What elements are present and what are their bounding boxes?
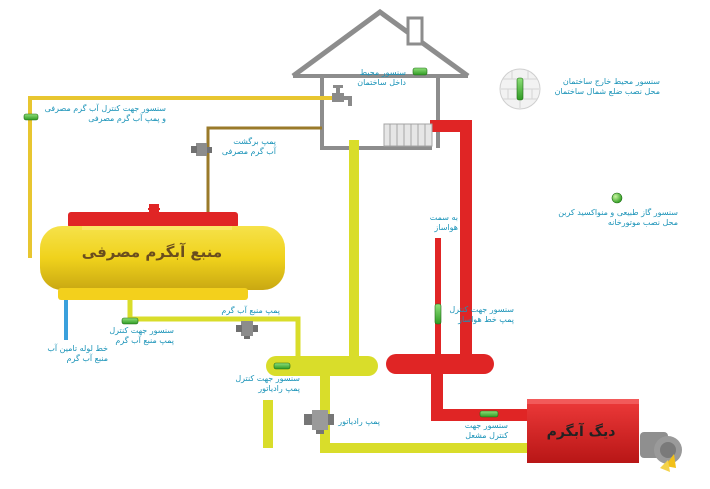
radiator-pump-icon[interactable] (304, 410, 334, 434)
boiler-header (386, 354, 494, 374)
hot-water-pump-sensor[interactable] (23, 113, 39, 121)
boiler (527, 399, 639, 463)
outdoor-sensor[interactable] (516, 77, 524, 101)
air-vent-sensor[interactable] (434, 303, 442, 325)
return-pump-icon[interactable] (191, 143, 212, 156)
tank-pump-pipe (127, 298, 301, 362)
burner-icon (640, 432, 682, 472)
radiator-header (266, 356, 378, 376)
radiator-pipes (263, 140, 528, 453)
tank-pump-label: پمپ منبع آب گرم (221, 306, 280, 315)
boiler-sensor[interactable] (479, 410, 499, 418)
radiator-pump-label: پمپ رادیاتور (338, 417, 380, 426)
hot-water-supply-pipe (28, 96, 336, 258)
hot-water-tank (40, 212, 285, 300)
gas-sensor[interactable] (611, 192, 623, 204)
tank-title: منبع آبگرم مصرفی (81, 243, 223, 261)
radiator (383, 123, 433, 147)
hot-water-return-pipe (206, 126, 322, 212)
faucet-icon (332, 85, 352, 106)
indoor-sensor[interactable] (412, 67, 428, 76)
tank-pump-icon[interactable] (236, 321, 258, 339)
radiator-pump-sensor[interactable] (273, 362, 291, 370)
boiler-title: دیگ آبگرم (546, 424, 616, 440)
tank-pump-sensor[interactable] (121, 317, 139, 325)
